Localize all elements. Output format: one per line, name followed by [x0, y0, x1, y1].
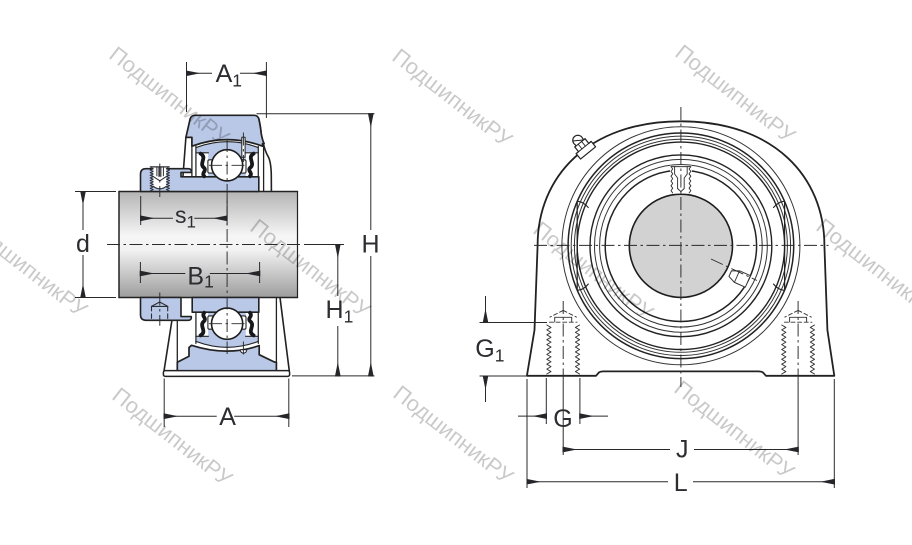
svg-text:G1: G1	[475, 335, 504, 366]
svg-text:ПодшипникРУ: ПодшипникРУ	[108, 382, 238, 491]
svg-text:ПодшипникРУ: ПодшипникРУ	[105, 41, 235, 150]
svg-text:ПодшипникРУ: ПодшипникРУ	[389, 380, 519, 489]
svg-text:H: H	[362, 231, 380, 259]
svg-text:G: G	[553, 405, 572, 433]
svg-text:L: L	[674, 469, 688, 497]
svg-text:d: d	[76, 230, 90, 258]
svg-text:A: A	[219, 403, 236, 431]
svg-text:ПодшипникРУ: ПодшипникРУ	[670, 375, 800, 484]
svg-text:ПодшипникРУ: ПодшипникРУ	[388, 43, 518, 152]
svg-text:A1: A1	[216, 60, 242, 91]
svg-text:J: J	[676, 435, 689, 463]
